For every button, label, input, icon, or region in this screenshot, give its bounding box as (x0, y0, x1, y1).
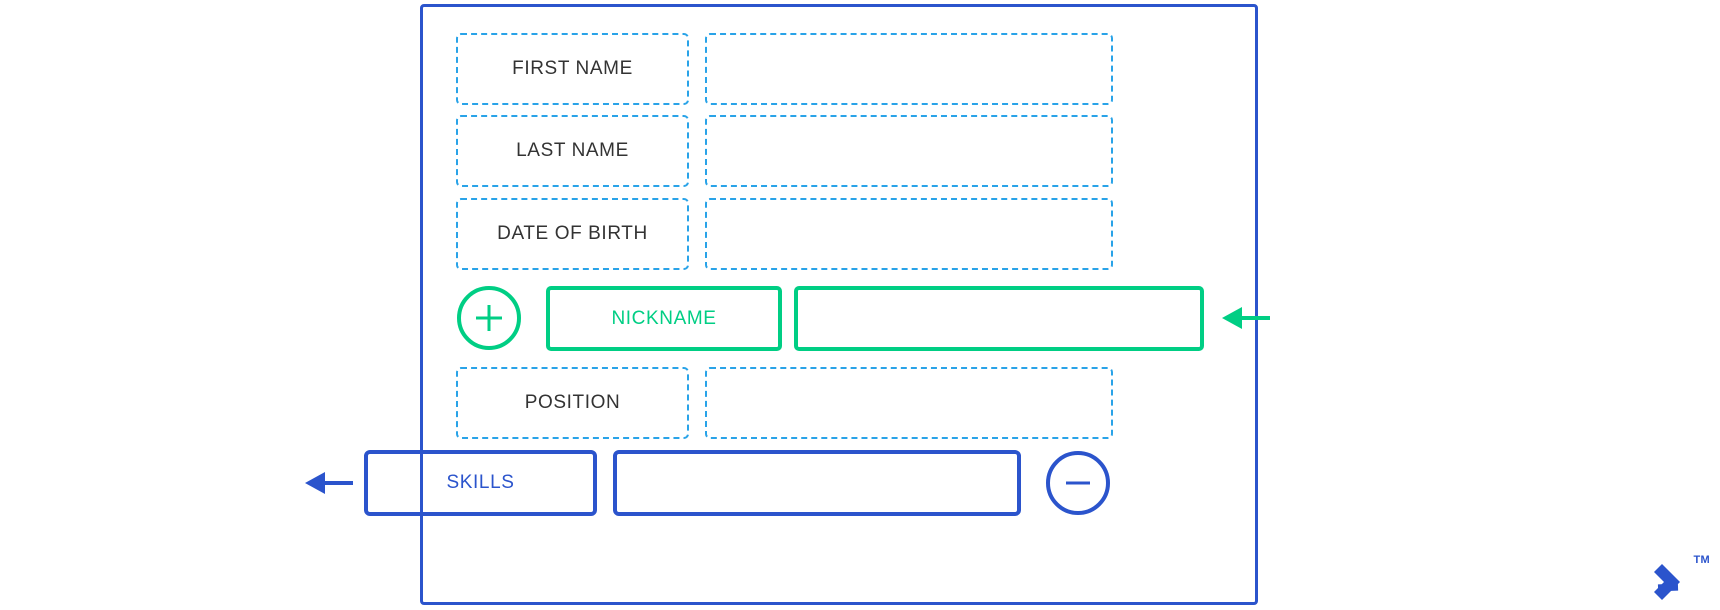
label-text-skills: SKILLS (446, 472, 515, 493)
form-row-last-name: LAST NAME (0, 115, 1720, 187)
field-input-first-name[interactable] (705, 33, 1113, 105)
chevron-logo-icon (1654, 564, 1680, 600)
left-arrow-green-icon (1222, 307, 1272, 334)
field-input-date-of-birth[interactable] (705, 198, 1113, 270)
field-label-skills: SKILLS (364, 450, 597, 516)
minus-circle-icon[interactable] (1046, 451, 1110, 515)
field-input-skills[interactable] (613, 450, 1021, 516)
field-label-position: POSITION (456, 367, 689, 439)
form-container (420, 4, 1258, 605)
label-text-date-of-birth: DATE OF BIRTH (497, 223, 648, 244)
form-row-nickname: NICKNAME (0, 286, 1720, 356)
field-label-last-name: LAST NAME (456, 115, 689, 187)
form-row-position: POSITION (0, 367, 1720, 439)
label-text-first-name: FIRST NAME (512, 58, 633, 79)
left-arrow-blue-icon (305, 472, 355, 499)
form-row-date-of-birth: DATE OF BIRTH (0, 198, 1720, 270)
brand-logo: TM (1650, 554, 1710, 602)
field-input-nickname[interactable] (794, 286, 1204, 351)
field-label-nickname: NICKNAME (546, 286, 782, 351)
label-text-last-name: LAST NAME (516, 140, 629, 161)
trademark-symbol: TM (1693, 554, 1710, 566)
field-label-date-of-birth: DATE OF BIRTH (456, 198, 689, 270)
field-label-first-name: FIRST NAME (456, 33, 689, 105)
label-text-nickname: NICKNAME (611, 307, 717, 329)
label-text-position: POSITION (524, 392, 621, 413)
field-input-position[interactable] (705, 367, 1113, 439)
field-input-last-name[interactable] (705, 115, 1113, 187)
plus-circle-icon[interactable] (457, 286, 521, 350)
form-row-skills: SKILLS (0, 450, 1720, 520)
form-row-first-name: FIRST NAME (0, 33, 1720, 105)
